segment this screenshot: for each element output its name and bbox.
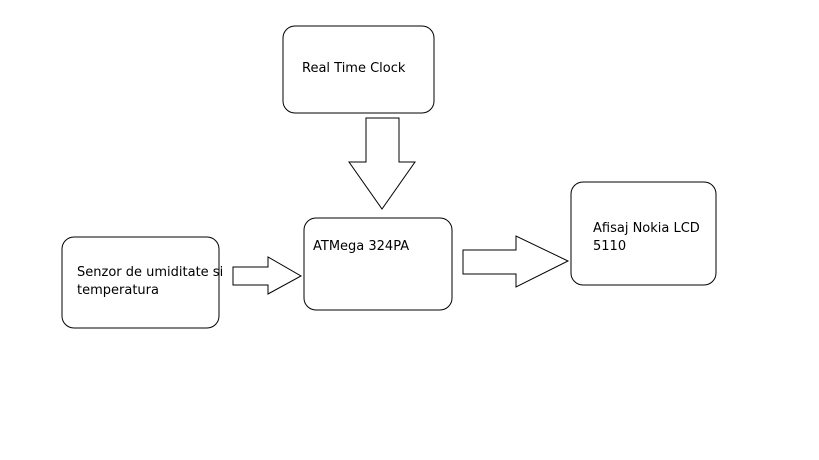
node-sensor-label-line-2: temperatura [77,283,159,298]
node-sensor-label-line-1: Senzor de umiditate si [77,265,223,280]
edge-rtc-to-atmega-arrow [348,117,416,210]
node-atmega-label: ATMega 324PA [313,239,409,254]
node-atmega: ATMega 324PA [303,217,453,311]
node-sensor: Senzor de umiditate si temperatura [61,236,223,329]
node-atmega-box [303,217,453,311]
node-display-label-line-2: 5110 [593,239,626,254]
node-display-label-line-1: Afisaj Nokia LCD [593,221,700,236]
node-real-time-clock-box [282,25,435,114]
node-real-time-clock: Real Time Clock [282,25,435,114]
edge-atmega-to-display-arrow [462,235,570,288]
node-real-time-clock-label: Real Time Clock [302,61,406,76]
node-sensor-box [61,236,220,329]
node-display: Afisaj Nokia LCD 5110 [570,181,717,286]
edge-sensor-to-atmega-arrow [232,256,303,295]
node-display-box [570,181,717,286]
